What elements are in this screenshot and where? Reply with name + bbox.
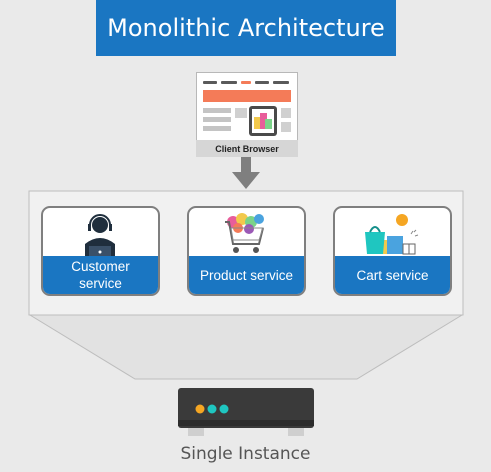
shopping-cart-icon	[225, 213, 264, 253]
product-service-card: Product service	[187, 206, 306, 296]
customer-service-card: Customer service	[41, 206, 160, 296]
single-instance-label: Single Instance	[180, 444, 311, 464]
cart-service-label: Cart service	[335, 256, 450, 294]
server-icon	[178, 388, 314, 436]
funnel-shape	[28, 314, 464, 380]
down-arrow-icon	[232, 157, 260, 189]
product-service-label: Product service	[189, 256, 304, 294]
shopping-bags-icon	[365, 214, 419, 255]
client-browser-label: Client Browser	[196, 140, 298, 157]
cart-service-card: Cart service	[333, 206, 452, 296]
customer-support-agent-icon	[85, 214, 115, 258]
customer-service-label: Customer service	[43, 256, 158, 294]
page-title: Monolithic Architecture	[96, 0, 396, 56]
browser-window-icon	[203, 81, 291, 136]
